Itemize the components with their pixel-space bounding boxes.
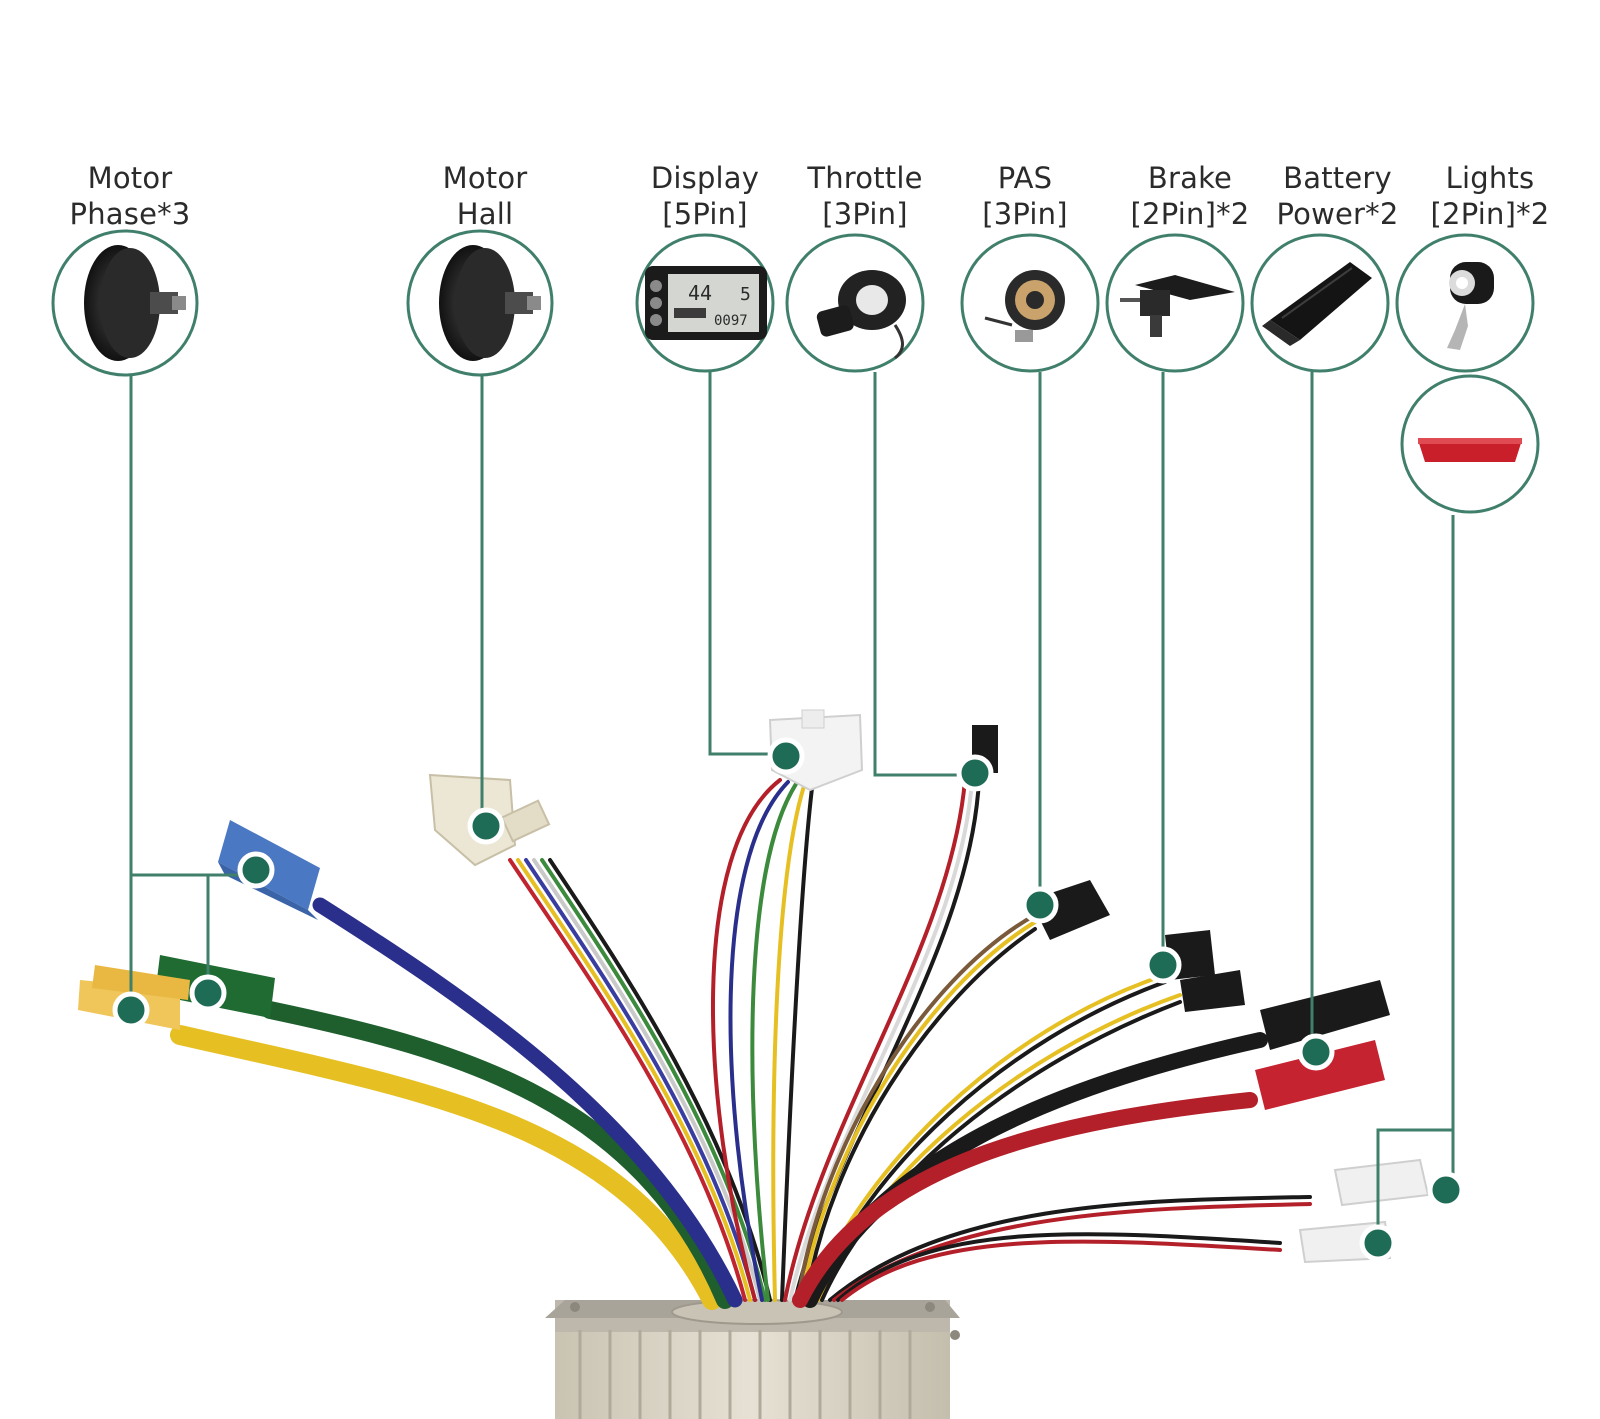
marker-battery <box>1297 1033 1335 1071</box>
marker-phase-yellow <box>112 991 150 1029</box>
pas-sensor-icon <box>984 270 1065 342</box>
brake-circle <box>1105 233 1245 373</box>
marker-phase-blue <box>237 851 275 889</box>
marker-display <box>767 737 805 775</box>
display-speed: 44 <box>688 281 712 305</box>
hub-motor-icon <box>84 245 186 361</box>
marker-pas <box>1021 886 1059 924</box>
marker-light-rear <box>1359 1224 1397 1262</box>
wire-phase-yellow <box>170 1025 722 1310</box>
marker-brake <box>1144 946 1182 984</box>
front-light-icon <box>1447 262 1494 350</box>
leader-throttle <box>873 372 975 777</box>
connector-battery <box>1255 980 1390 1110</box>
lcd-display-icon: 44 5 0097 <box>645 266 767 340</box>
marker-throttle <box>956 754 994 792</box>
battery-pack-icon <box>1262 262 1372 346</box>
label-lights: Lights[2Pin]*2 <box>1430 161 1550 231</box>
hub-motor-icon <box>439 245 541 361</box>
label-brake: Brake[2Pin]*2 <box>1130 161 1250 231</box>
label-pas: PAS[3Pin] <box>982 161 1068 231</box>
wire-bundle <box>170 778 1312 1310</box>
controller-body <box>545 1299 960 1419</box>
display-odometer: 0097 <box>714 313 748 329</box>
leader-lines <box>129 372 1455 1240</box>
marker-light-front <box>1427 1171 1465 1209</box>
component-circles <box>51 229 1540 514</box>
rear-light-icon <box>1418 438 1522 462</box>
marker-hall <box>467 807 505 845</box>
wire-phase-blue <box>312 897 743 1308</box>
brake-lever-icon <box>1120 275 1235 337</box>
label-throttle: Throttle[3Pin] <box>807 161 923 231</box>
marker-phase-green <box>189 974 227 1012</box>
label-display: Display[5Pin] <box>650 161 760 231</box>
thumb-throttle-icon <box>816 270 906 360</box>
leader-display <box>708 372 786 756</box>
display-level: 5 <box>740 284 751 305</box>
leader-lights <box>1376 515 1455 1240</box>
connection-markers <box>112 737 1465 1262</box>
